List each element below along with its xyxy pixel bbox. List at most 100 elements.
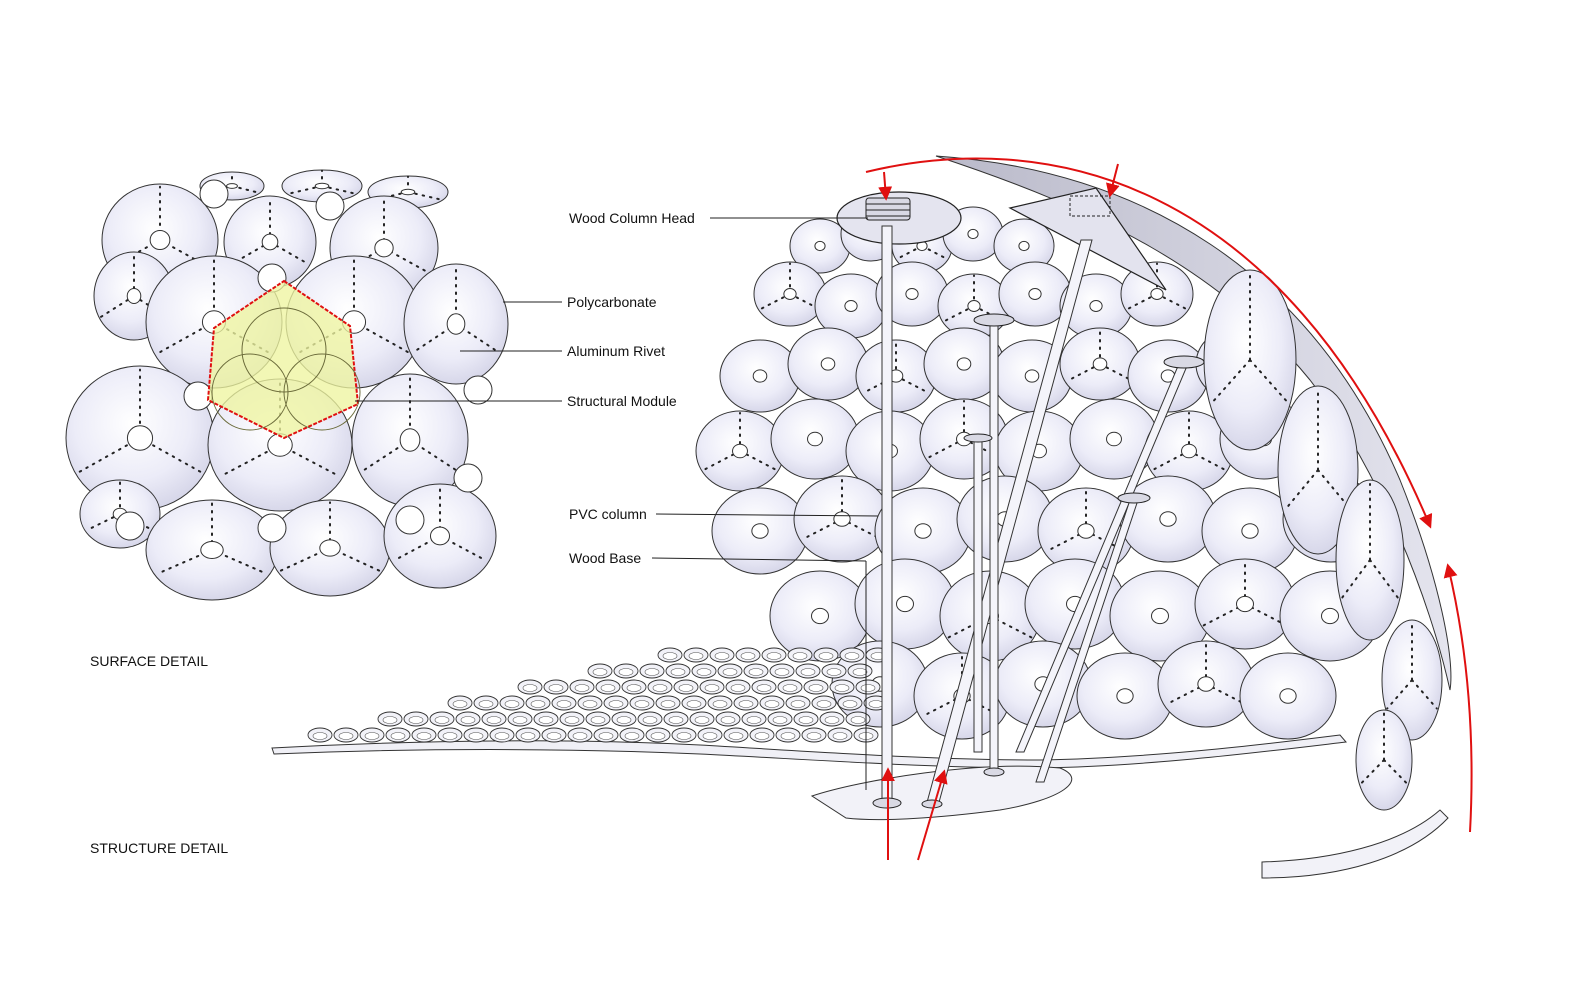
polycarbonate-disc-17 <box>383 483 497 589</box>
tail-ring-38 <box>767 711 793 727</box>
structural-module-highlight <box>206 279 361 440</box>
shell-disc-8 <box>875 261 949 327</box>
tail-ring-46 <box>551 695 577 711</box>
tail-ring-66 <box>699 679 725 695</box>
tail-ring-30 <box>559 711 585 727</box>
pvc-column-3 <box>989 323 999 775</box>
tail-ring-39 <box>793 711 819 727</box>
tail-ring-69 <box>777 679 803 695</box>
tail-ring-44 <box>499 695 525 711</box>
tail-ring-29 <box>533 711 559 727</box>
tail-ring-56 <box>811 695 837 711</box>
polycarbonate-disc-16 <box>269 499 391 597</box>
tail-ring-14 <box>645 727 671 743</box>
disc-gap-9 <box>395 505 425 535</box>
wood-column-head-main <box>865 197 911 221</box>
label-wood-base: Wood Base <box>569 550 642 566</box>
tail-ring-40 <box>819 711 845 727</box>
label-pvc-column: PVC column <box>569 506 647 522</box>
tail-ring-79 <box>743 663 769 679</box>
tail-ring-71 <box>829 679 855 695</box>
tail-ring-41 <box>845 711 871 727</box>
tail-ring-23 <box>377 711 403 727</box>
tail-ring-82 <box>821 663 847 679</box>
wood-column-heads <box>865 197 1205 809</box>
tail-ring-80 <box>769 663 795 679</box>
tail-ring-62 <box>595 679 621 695</box>
shell-disc-22 <box>770 398 860 480</box>
polycarbonate-disc-10 <box>403 263 509 385</box>
tail-ring-26 <box>455 711 481 727</box>
shell-disc-21 <box>695 410 785 492</box>
tail-ring-11 <box>567 727 593 743</box>
tail-ring-78 <box>717 663 743 679</box>
tail-ring-32 <box>611 711 637 727</box>
tail-ring-6 <box>437 727 463 743</box>
tail-ring-17 <box>723 727 749 743</box>
tail-ring-35 <box>689 711 715 727</box>
shell-disc-9 <box>937 273 1011 339</box>
tail-ring-3 <box>359 727 385 743</box>
rim-cone-3 <box>1335 479 1405 641</box>
tail-ring-59 <box>517 679 543 695</box>
leader-lines-surface <box>355 301 562 402</box>
tail-ring-24 <box>403 711 429 727</box>
disc-gap-1 <box>199 179 229 209</box>
shell-disc-42 <box>1194 558 1296 650</box>
force-arrows <box>865 157 1473 861</box>
load-arrow-head-right <box>1106 163 1120 198</box>
reaction-arrow-side <box>1443 563 1473 833</box>
caption-structure-detail: STRUCTURE DETAIL <box>90 840 229 856</box>
tail-ring-9 <box>515 727 541 743</box>
tail-ring-27 <box>481 711 507 727</box>
tail-ring-64 <box>647 679 673 695</box>
tail-ring-84 <box>657 647 683 663</box>
rim-cone-4 <box>1381 619 1443 741</box>
shell-disc-35 <box>1201 487 1299 575</box>
shell-disc-47 <box>1076 652 1174 740</box>
tail-ring-61 <box>569 679 595 695</box>
shell-disc-6 <box>753 261 827 327</box>
disc-gap-5 <box>183 381 213 411</box>
tail-ring-21 <box>827 727 853 743</box>
tail-ring-57 <box>837 695 863 711</box>
tail-ring-33 <box>637 711 663 727</box>
label-structural-module: Structural Module <box>567 393 677 409</box>
shell-disc-49 <box>1239 652 1337 740</box>
tail-ring-34 <box>663 711 689 727</box>
shell-disc-1 <box>789 218 851 274</box>
shell-disc-18 <box>1059 327 1141 401</box>
tail-ring-16 <box>697 727 723 743</box>
tail-ring-47 <box>577 695 603 711</box>
tail-ring-13 <box>619 727 645 743</box>
tail-ring-91 <box>839 647 865 663</box>
tail-ring-28 <box>507 711 533 727</box>
end-base-plate <box>1261 809 1449 879</box>
shell-disc-38 <box>854 558 956 650</box>
load-arrow-head-left <box>878 171 893 201</box>
tail-ring-8 <box>489 727 515 743</box>
pvc-column-1 <box>881 225 893 807</box>
tail-ring-45 <box>525 695 551 711</box>
tail-ring-63 <box>621 679 647 695</box>
tail-ring-83 <box>847 663 873 679</box>
tail-ring-88 <box>761 647 787 663</box>
tail-ring-85 <box>683 647 709 663</box>
tail-ring-70 <box>803 679 829 695</box>
tail-ring-87 <box>735 647 761 663</box>
shell-disc-29 <box>711 487 809 575</box>
tail-ring-86 <box>709 647 735 663</box>
tail-ring-77 <box>691 663 717 679</box>
pvc-column-4 <box>973 439 983 753</box>
tail-ring-12 <box>593 727 619 743</box>
tail-ring-90 <box>813 647 839 663</box>
label-polycarbonate: Polycarbonate <box>567 294 657 310</box>
shell-disc-13 <box>719 339 801 413</box>
tail-ring-18 <box>749 727 775 743</box>
tail-ring-55 <box>785 695 811 711</box>
label-aluminum-rivet: Aluminum Rivet <box>567 343 666 359</box>
tail-ring-73 <box>587 663 613 679</box>
tail-ring-52 <box>707 695 733 711</box>
tail-ring-72 <box>855 679 881 695</box>
